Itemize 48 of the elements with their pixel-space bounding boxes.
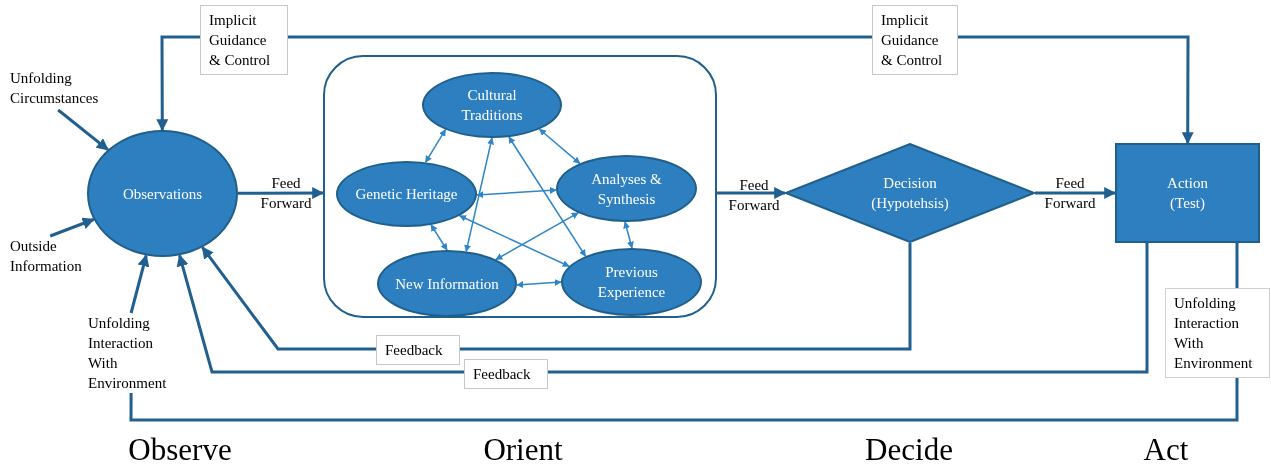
node-label: Outside Information	[10, 237, 83, 276]
group-container	[323, 55, 717, 318]
phase-label: Act	[1143, 432, 1189, 465]
arrow	[129, 254, 150, 314]
phase-label: Decide	[865, 432, 953, 465]
edge-label: Feed Forward	[259, 174, 313, 213]
node-label: Decision (Hypotehsis)	[870, 174, 950, 213]
arrow	[717, 187, 787, 199]
arrow	[476, 186, 557, 199]
arrow	[430, 224, 448, 251]
node-label: Genetic Heritage	[355, 185, 458, 204]
node-label: Unfolding Circumstances	[10, 69, 100, 108]
phase-label: Observe	[128, 432, 232, 465]
arrow	[57, 108, 109, 151]
arrow	[176, 243, 1149, 374]
edge-label: Feed Forward	[727, 176, 781, 215]
node-label: Action (Test)	[1166, 174, 1209, 213]
arrow	[495, 212, 579, 261]
arrow	[508, 136, 587, 257]
node-label: Unfolding Interaction With Environment	[88, 314, 168, 393]
phase-label: Orient	[483, 432, 563, 465]
node-label: New Information	[395, 274, 499, 294]
edge-label: Implicit Guidance & Control	[872, 5, 958, 75]
arrow	[1035, 187, 1117, 199]
arrow	[458, 214, 570, 268]
arrow	[623, 221, 634, 249]
edge-label: Implicit Guidance & Control	[200, 5, 288, 75]
process-ellipse	[556, 155, 697, 222]
process-box	[1115, 143, 1260, 243]
node-label: Unfolding Interaction With Environment	[1174, 294, 1254, 373]
node-label: Cultural Traditions	[460, 86, 524, 125]
decision-diamond	[785, 143, 1035, 243]
arrow	[516, 278, 562, 289]
node-label: Previous Experience	[596, 263, 667, 302]
edge-label: Feedback	[376, 335, 460, 365]
arrow	[538, 128, 581, 165]
arrow	[424, 128, 447, 163]
connector-line	[129, 378, 1239, 422]
note-box	[1165, 288, 1270, 378]
arrow	[49, 217, 95, 238]
connector-line	[1235, 243, 1239, 288]
node-label: Observations	[122, 184, 203, 204]
arrow	[201, 243, 912, 351]
arrow	[238, 187, 325, 200]
edge-label: Feedback	[464, 359, 548, 389]
edge-label: Feed Forward	[1043, 174, 1097, 213]
node-label: Analyses & Synthesis	[590, 169, 663, 209]
arrow	[464, 137, 494, 253]
